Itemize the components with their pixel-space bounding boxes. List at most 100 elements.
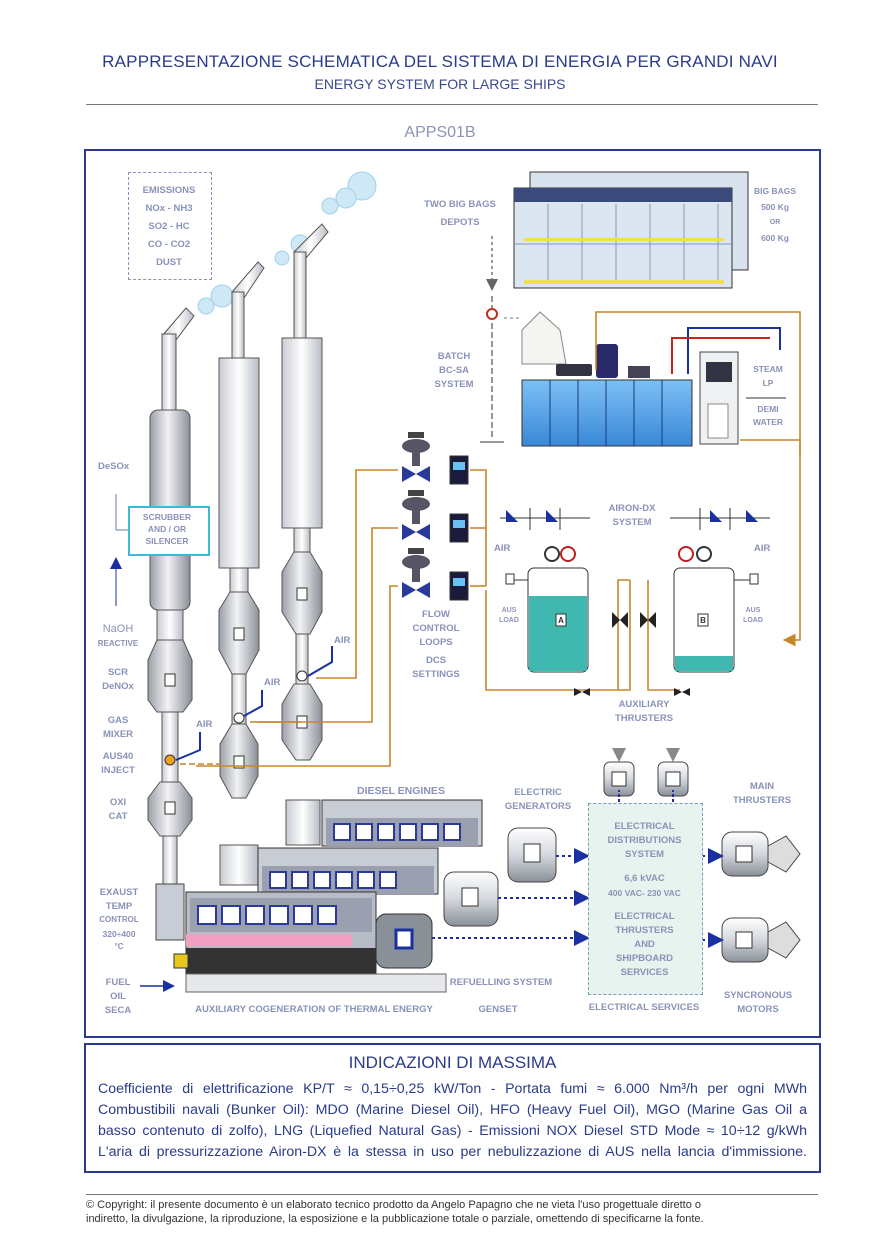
emissions-line: CO - CO2	[147, 239, 191, 250]
exaust-temp-label: CONTROL	[99, 915, 139, 924]
flow-control-label: CONTROL	[412, 623, 460, 634]
aus40-label: INJECT	[101, 765, 135, 776]
eds-label: ELECTRICAL	[614, 911, 675, 922]
exaust-temp-label: TEMP	[105, 901, 133, 912]
air-label: AIR	[334, 635, 351, 646]
batch-system	[480, 236, 801, 647]
two-big-bags-label: DEPOTS	[440, 217, 480, 228]
eds-label: DISTRIBUTIONS	[607, 835, 682, 846]
info-box: INDICAZIONI DI MASSIMA Coefficiente di e…	[84, 1043, 821, 1173]
fuel-oil-label: FUEL	[105, 977, 131, 988]
airon-dx-label: AIRON-DX	[608, 503, 656, 514]
info-line: L'aria di pressurizzazione Airon-DX è la…	[98, 1144, 807, 1160]
big-bags-label: 500 Kg	[761, 202, 789, 212]
info-line: Combustibili navali (Bunker Oil): MDO (M…	[98, 1102, 807, 1118]
flow-control-label: SETTINGS	[412, 669, 460, 680]
page-subtitle: ENERGY SYSTEM FOR LARGE SHIPS	[314, 76, 566, 92]
emissions-line: SO2 - HC	[148, 221, 190, 232]
batch-label: BC-SA	[438, 365, 470, 376]
air-label: AIR	[494, 543, 511, 554]
exaust-temp-label: EXAUST	[99, 887, 139, 898]
eds-label: SERVICES	[620, 967, 669, 978]
electric-generators	[375, 827, 590, 969]
scrubber-label: SCRUBBER	[142, 512, 192, 522]
scrubber-label: AND / OR	[147, 524, 187, 534]
batch-label: BATCH	[437, 351, 471, 362]
syncronous-motors-label: MOTORS	[737, 1004, 779, 1015]
electrical-distribution-box	[588, 803, 703, 995]
air-injection-lines	[175, 646, 333, 761]
big-bags-label: BIG BAGS	[753, 186, 797, 196]
footer-divider	[86, 1194, 818, 1195]
aus-tanks	[500, 508, 770, 696]
oxi-cat-label: OXI	[109, 797, 127, 808]
aus-supply-lines	[180, 469, 680, 767]
info-title: INDICAZIONI DI MASSIMA	[348, 1053, 557, 1072]
exhaust-stack-3	[281, 223, 329, 846]
aux-cogen-label: AUXILIARY COGENERATION OF THERMAL ENERGY	[195, 1004, 433, 1015]
header-divider	[86, 104, 818, 105]
two-big-bags-label: TWO BIG BAGS	[424, 199, 496, 210]
emissions-line: NOx - NH3	[145, 203, 193, 214]
eds-label: AND	[634, 939, 655, 950]
scrubber-label: SILENCER	[145, 536, 189, 546]
document-code: APPS01B	[404, 124, 476, 141]
fuel-oil-label: OIL	[110, 991, 126, 1002]
main-thrusters-label: THRUSTERS	[732, 795, 792, 806]
gas-mixer-label: GAS	[107, 715, 129, 726]
air-label: AIR	[264, 677, 281, 688]
big-bag-depots	[513, 171, 749, 289]
exhaust-stack-1	[147, 307, 195, 887]
oxi-cat-label: CAT	[108, 811, 128, 822]
scr-label: DeNOx	[102, 681, 134, 692]
smoke-plume	[197, 171, 377, 315]
gas-mixer-label: MIXER	[102, 729, 134, 740]
main-thrusters	[702, 831, 801, 963]
scr-label: SCR	[107, 667, 129, 678]
electric-generators-label: ELECTRIC	[514, 787, 562, 798]
electrical-services-label: ELECTRICAL SERVICES	[588, 1002, 700, 1013]
main-thrusters-label: MAIN	[749, 781, 775, 792]
desox-label: DeSOx	[98, 461, 130, 472]
aus-load-label: AUS	[501, 607, 517, 614]
eds-label: SHIPBOARD	[615, 953, 673, 964]
diesel-engines	[140, 799, 483, 993]
electric-generators-label: GENERATORS	[504, 801, 572, 812]
exaust-temp-label: °C	[114, 942, 124, 951]
eds-label: SYSTEM	[624, 849, 665, 860]
info-line: basso contenuto di zolfo), LNG (Liquefie…	[98, 1123, 807, 1139]
aus-load-label: LOAD	[499, 617, 519, 624]
eds-label: THRUSTERS	[615, 925, 674, 936]
aus-load-label: AUS	[745, 607, 761, 614]
reactive-label: REACTIVE	[97, 639, 139, 648]
steam-label: LP	[762, 378, 774, 388]
exhaust-stack-2	[218, 261, 265, 886]
flow-control-label: FLOW	[422, 609, 450, 620]
info-line: Coefficiente di elettrificazione KP/T ≈ …	[98, 1081, 807, 1097]
air-label: AIR	[754, 543, 771, 554]
emissions-box	[128, 172, 212, 280]
demi-water-label: WATER	[752, 417, 784, 427]
copyright-line: © Copyright: il presente documento è un …	[86, 1199, 702, 1211]
flow-control-label: DCS	[425, 655, 447, 666]
big-bags-label: OR	[769, 219, 781, 226]
air-label: AIR	[196, 719, 213, 730]
scrubber-box	[128, 506, 210, 556]
auxiliary-thrusters	[603, 748, 689, 802]
emissions-line: DUST	[156, 257, 182, 268]
fuel-oil-label: SECA	[104, 1005, 132, 1016]
emissions-title: EMISSIONS	[142, 185, 196, 196]
flow-control-valves	[402, 432, 469, 601]
eds-label: ELECTRICAL	[614, 821, 675, 832]
diesel-engines-label: DIESEL ENGINES	[357, 785, 445, 797]
big-bags-label: 600 Kg	[761, 233, 789, 243]
auxiliary-thrusters-label: THRUSTERS	[614, 713, 674, 724]
copyright-line: indiretto, la divulgazione, la riproduzi…	[86, 1213, 704, 1225]
steam-label: STEAM	[753, 364, 783, 374]
eds-label: 400 VAC- 230 VAC	[608, 888, 681, 898]
eds-label: 6,6 kVAC	[624, 873, 665, 884]
auxiliary-thrusters-label: AUXILIARY	[618, 699, 670, 710]
aus-load-label: LOAD	[743, 617, 763, 624]
flow-control-label: LOOPS	[419, 637, 453, 648]
